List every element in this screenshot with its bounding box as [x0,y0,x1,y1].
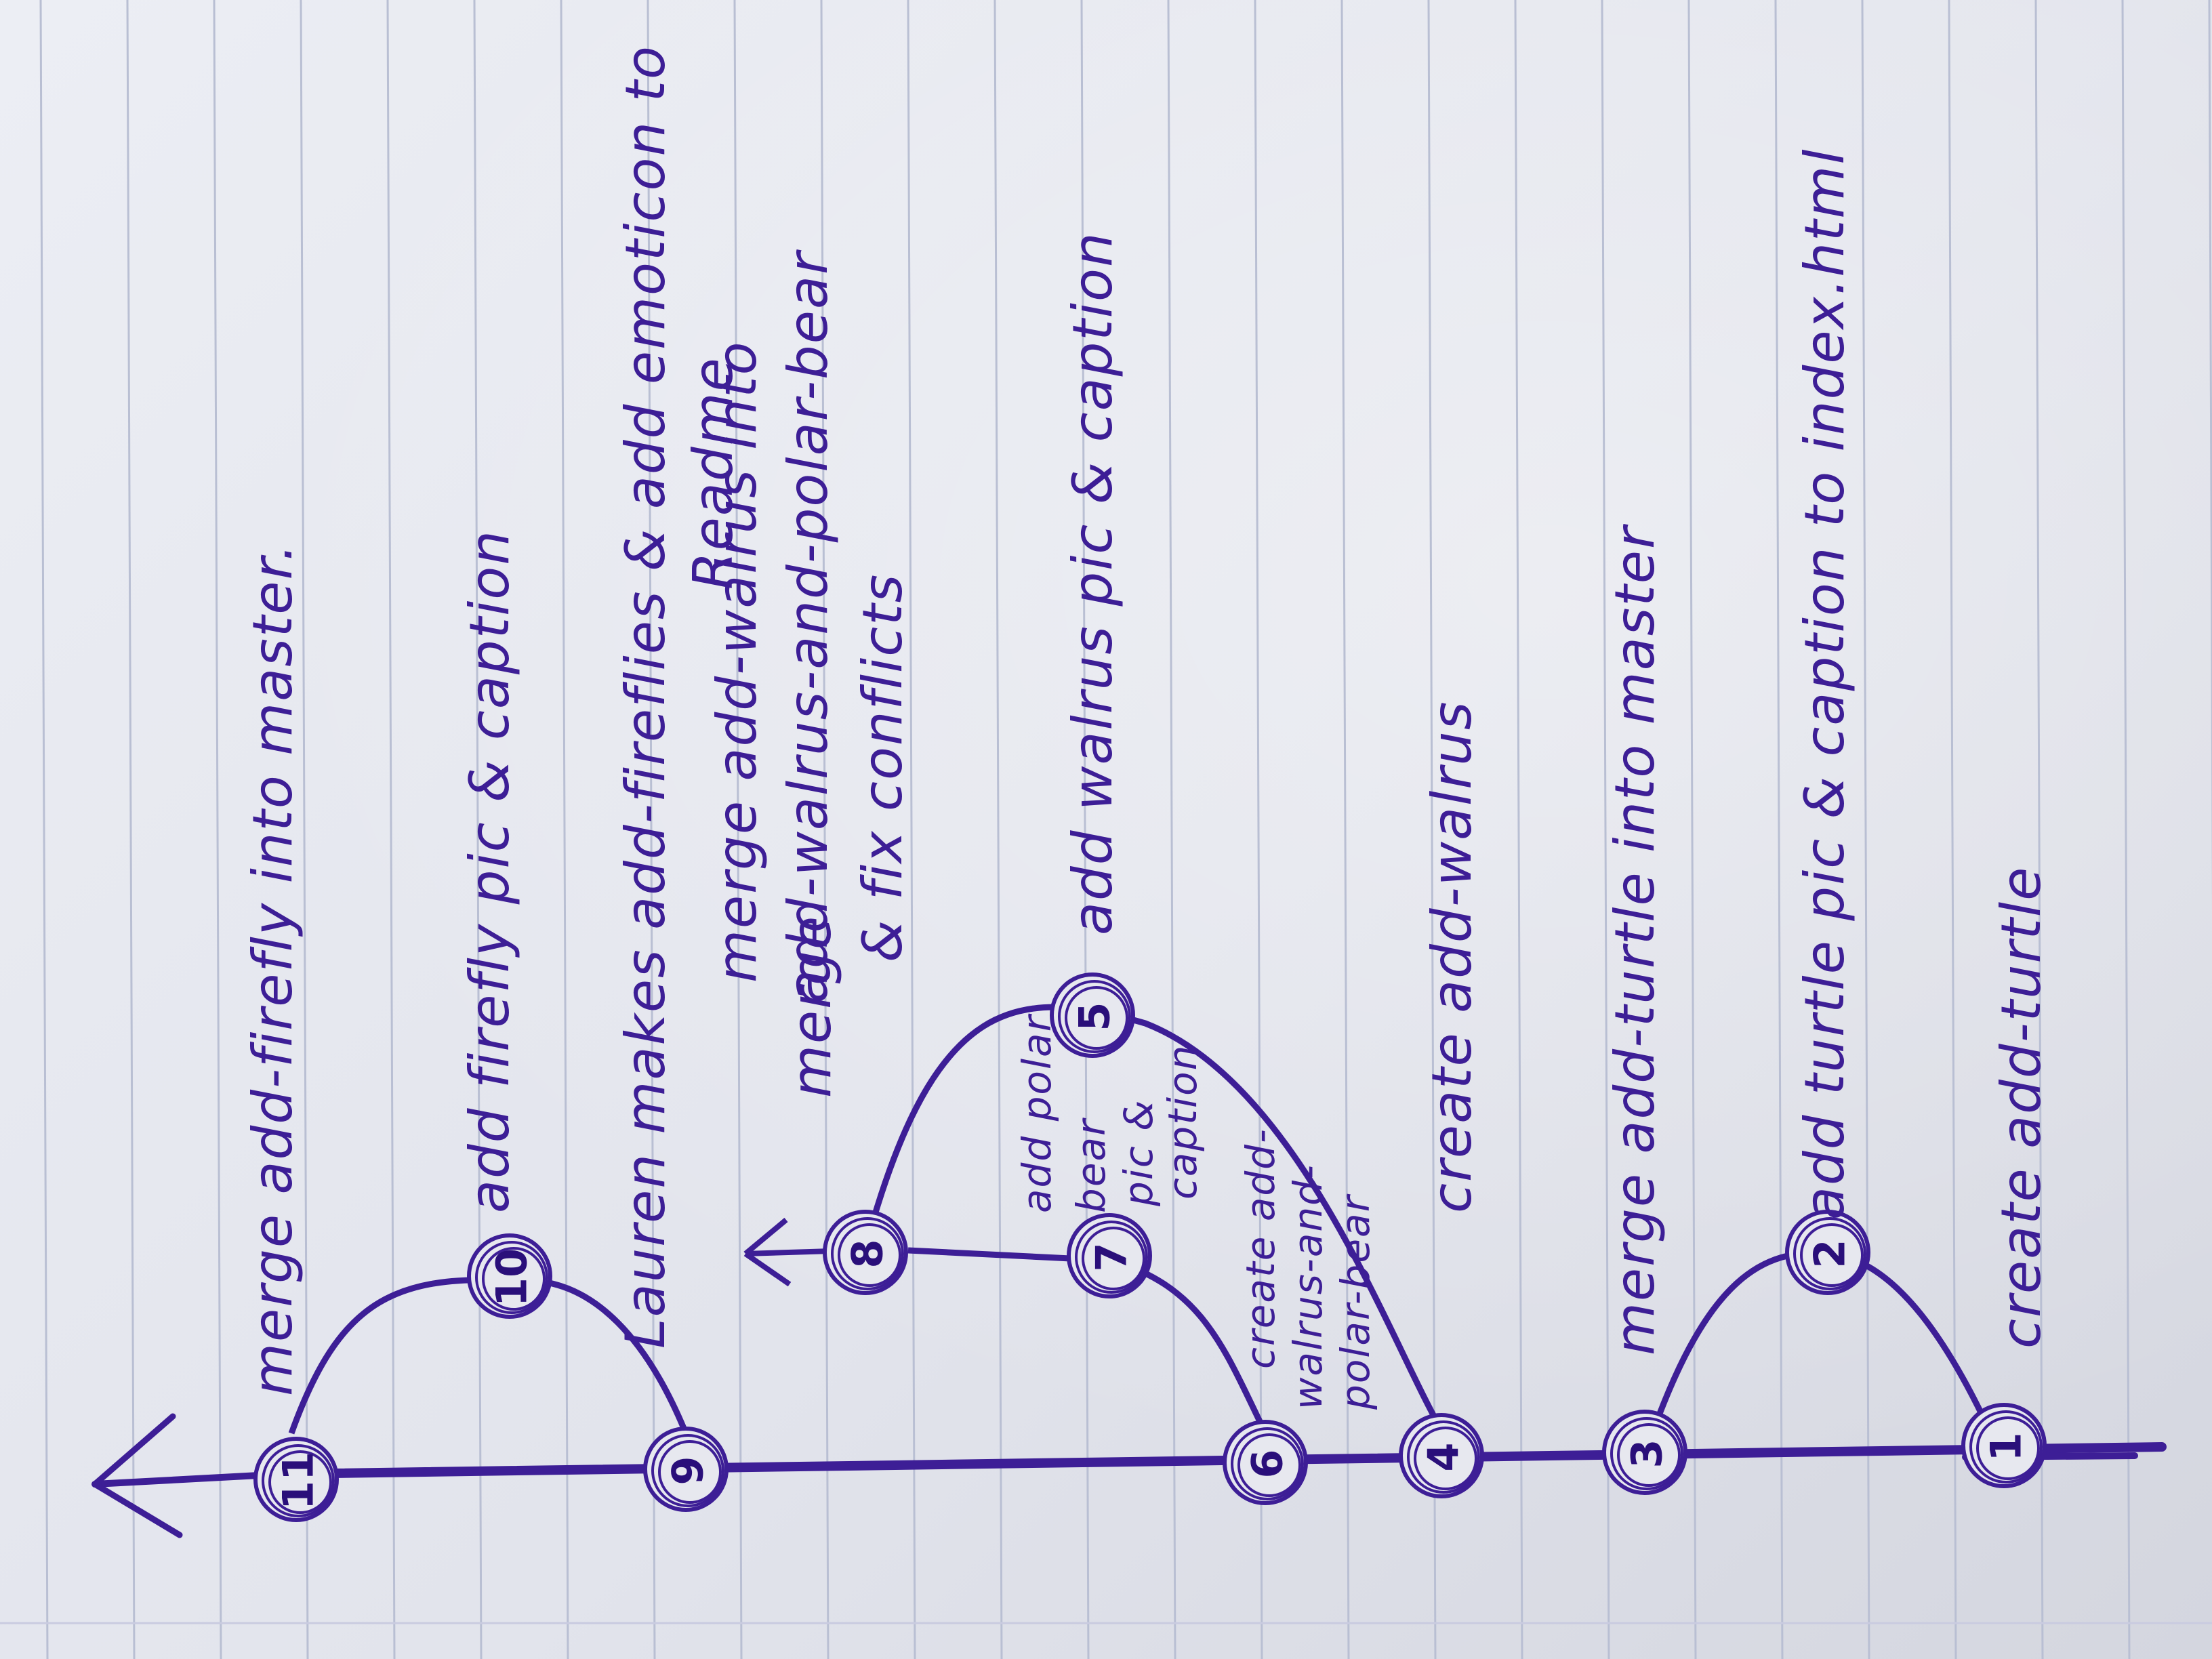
note-add-polar-2: bear [1068,1118,1114,1213]
commit-node-11: 11 [253,1437,339,1522]
commit-node-4: 4 [1399,1413,1484,1498]
commit-label-9: 9 [663,1456,713,1485]
commit-node-1: 1 [1961,1403,2047,1488]
note-merge-label: merge [780,915,843,1098]
commit-circle [482,1247,546,1311]
rule-line [1774,0,1784,1659]
note-create-walrus: create add-walrus [1420,700,1483,1213]
commit-node-9: 9 [643,1427,729,1512]
note-create-wp-2: walrus-and- [1285,1164,1331,1410]
commit-node-7: 7 [1067,1213,1152,1298]
commit-circle [1617,1423,1681,1487]
rule-line [1514,0,1523,1659]
note-create-wp-3: polar-bear [1332,1193,1378,1410]
commit-circle [1075,1221,1148,1294]
commit-circle [831,1217,904,1290]
rule-line [473,0,483,1659]
rule-line [2208,0,2212,913]
add-walrus-branch-line [864,1004,1446,1435]
note-add-polar-1: add polar [1014,1013,1060,1213]
note-create-turtle: create add-turtle [1990,866,2053,1349]
note-add-turtle: add turtle pic & caption to index.html [1793,148,1856,1220]
rule-line [733,0,743,1659]
commit-circle [658,1440,722,1504]
rule-line [994,0,1003,1659]
commit-circle [1976,1416,2040,1480]
rule-line [560,0,569,1659]
note-merge-turtle: merge add-turtle into master [1603,523,1666,1355]
commit-circle [1065,986,1128,1050]
commit-label-5: 5 [1070,1002,1120,1031]
rule-line [1861,0,1870,1659]
note-add-walrus: add walrus pic & caption [1061,231,1124,935]
note-merge-walrus-2: add-walrus-and-polar-bear [777,249,840,1003]
rule-line [300,0,309,1659]
commit-circle [475,1241,548,1314]
commit-circle [1800,1223,1864,1287]
rule-line [126,0,136,1659]
rule-line [1254,0,1263,1659]
commit-circle [1610,1417,1683,1490]
commit-circle [1969,1410,2043,1483]
note-lauren-makes: Lauren makes add-fireflies & add emotico… [614,45,677,1349]
commit-circle [838,1223,901,1287]
commit-node-10: 10 [467,1233,552,1319]
rule-line [1340,0,1350,1659]
commit-circle [1793,1217,1866,1290]
commit-label-3: 3 [1622,1439,1672,1468]
commit-label-4: 4 [1419,1442,1469,1471]
rule-line [1601,0,1610,1659]
commit-node-3: 3 [1602,1410,1687,1495]
rule-line [1080,0,1090,1659]
master-branch-line [91,1413,2167,1538]
rule-line [647,0,656,1659]
rule-line [907,0,916,1659]
note-create-wp-1: create add- [1237,1128,1284,1369]
rule-line [2034,0,2044,1659]
note-add-polar-4: caption [1160,1044,1206,1200]
rule-line [386,0,396,1659]
commit-circle [1237,1433,1301,1497]
note-merge-firefly: merge add-firefly into master. [241,543,304,1396]
note-add-polar-3: pic & [1115,1099,1162,1207]
commit-circle [651,1434,724,1507]
rule-line [820,0,830,1659]
rule-line [1427,0,1437,1659]
commit-circle [1407,1420,1480,1494]
rule-line [39,0,49,1659]
note-merge-walrus-1: merge add-walrus into [705,340,769,983]
commit-node-2: 2 [1785,1210,1870,1295]
commit-circle [1082,1227,1145,1290]
rule-line [1687,0,1697,1659]
rule-line [1948,0,1957,1659]
commit-circle [1231,1427,1304,1500]
notebook-rules [39,0,2212,1659]
commit-label-2: 2 [1805,1239,1855,1268]
commit-label-6: 6 [1243,1449,1292,1478]
commit-label-10: 10 [487,1248,537,1307]
commit-circle [1058,980,1131,1053]
commit-node-8: 8 [823,1210,908,1295]
rule-line [1167,0,1176,1659]
commit-node-5: 5 [1050,972,1135,1058]
commit-circle [1414,1427,1477,1490]
commit-circle [268,1450,332,1514]
commit-label-8: 8 [843,1239,893,1268]
commit-node-6: 6 [1223,1420,1308,1505]
commit-label-11: 11 [274,1452,323,1510]
note-readme: Readme [682,356,745,590]
commit-label-7: 7 [1087,1242,1136,1271]
rule-line [213,0,222,1659]
commit-label-1: 1 [1982,1432,2031,1461]
commit-circle [262,1444,335,1517]
note-add-firefly: add firefly pic & caption [458,529,521,1213]
diagram-notes: merge add-firefly into master. add firef… [241,45,2053,1410]
note-merge-walrus-3: & fix conflicts [851,573,914,962]
rule-line [2121,0,2131,1659]
